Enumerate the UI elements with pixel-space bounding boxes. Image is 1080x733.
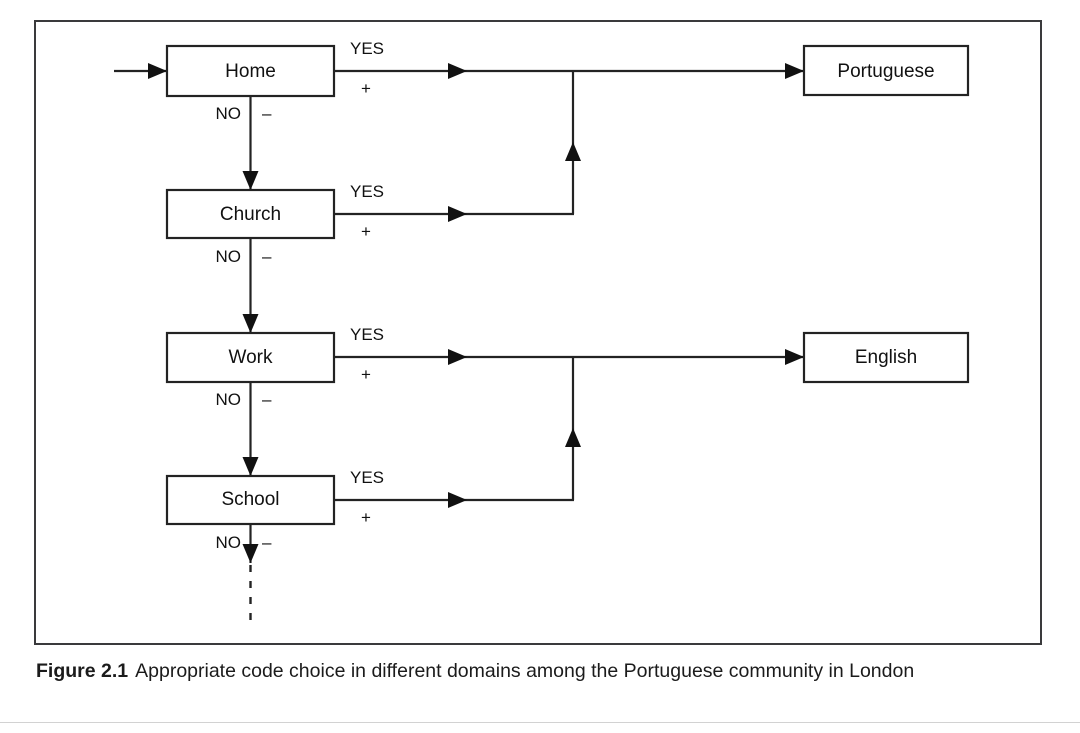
entry-arrow-head <box>148 63 167 79</box>
node-portuguese-label: Portuguese <box>837 61 934 82</box>
edge-school-no-arrow-head <box>242 544 259 563</box>
node-school[interactable]: School <box>165 474 336 526</box>
figure-caption-text: Appropriate code choice in different dom… <box>135 660 915 682</box>
flowchart-svg: Home YES + NO – Church <box>114 39 970 626</box>
edge-school-yes-midarrow <box>448 492 467 508</box>
edge-home-yes-sign: + <box>361 79 371 98</box>
edge-school-yes-arrow-head <box>565 428 581 447</box>
edge-school-yes: YES + <box>334 357 581 527</box>
edge-church-no-label: NO <box>216 247 242 266</box>
edge-home-no-sign: – <box>262 104 272 123</box>
edge-school-no-label: NO <box>216 533 242 552</box>
edge-school-yes-sign: + <box>361 508 371 527</box>
edge-church-yes-arrow-head <box>565 142 581 161</box>
node-english-label: English <box>855 347 917 368</box>
node-portuguese[interactable]: Portuguese <box>802 44 970 97</box>
node-home-label: Home <box>225 61 276 82</box>
edge-work-yes-label: YES <box>350 325 384 344</box>
edge-home-yes-label: YES <box>350 39 384 58</box>
edge-church-no-arrow-head <box>242 314 259 333</box>
edge-work-yes-midarrow <box>448 349 467 365</box>
edge-home-no: NO – <box>216 96 272 190</box>
node-home[interactable]: Home <box>165 44 336 98</box>
node-church-label: Church <box>220 204 281 225</box>
edge-work-yes: YES + <box>334 325 804 384</box>
page-divider-rule <box>0 722 1080 723</box>
edge-work-no-label: NO <box>216 390 242 409</box>
edge-church-no-sign: – <box>262 247 272 266</box>
edge-church-yes: YES + <box>334 71 581 241</box>
edge-work-no-arrow-head <box>242 457 259 476</box>
node-english[interactable]: English <box>802 331 970 384</box>
figure-number: Figure 2.1 <box>36 660 129 682</box>
edge-home-yes-midarrow <box>448 63 467 79</box>
edge-school-yes-label: YES <box>350 468 384 487</box>
node-church[interactable]: Church <box>165 188 336 240</box>
edge-work-no: NO – <box>216 382 272 476</box>
edge-church-yes-midarrow <box>448 206 467 222</box>
edge-church-no: NO – <box>216 238 272 333</box>
edge-home-no-arrow-head <box>242 171 259 190</box>
edge-church-yes-label: YES <box>350 182 384 201</box>
node-church-box[interactable] <box>165 188 336 240</box>
node-school-label: School <box>221 489 279 510</box>
edge-school-no-sign: – <box>262 533 272 552</box>
entry-arrow <box>114 63 167 79</box>
edge-work-no-sign: – <box>262 390 272 409</box>
edge-home-no-label: NO <box>216 104 242 123</box>
figure-caption: Figure 2.1 Appropriate code choice in dif… <box>36 658 1046 686</box>
edge-home-yes: YES + <box>334 39 804 98</box>
edge-work-yes-sign: + <box>361 365 371 384</box>
edge-church-yes-sign: + <box>361 222 371 241</box>
edge-work-yes-arrow-head <box>785 349 804 365</box>
edge-home-yes-arrow-head <box>785 63 804 79</box>
node-portuguese-box[interactable] <box>802 44 970 97</box>
node-work[interactable]: Work <box>165 331 336 384</box>
node-english-box[interactable] <box>802 331 970 384</box>
node-work-label: Work <box>229 347 273 368</box>
diagram-frame: Home YES + NO – Church <box>34 20 1042 645</box>
edge-school-no: NO – <box>216 524 272 626</box>
